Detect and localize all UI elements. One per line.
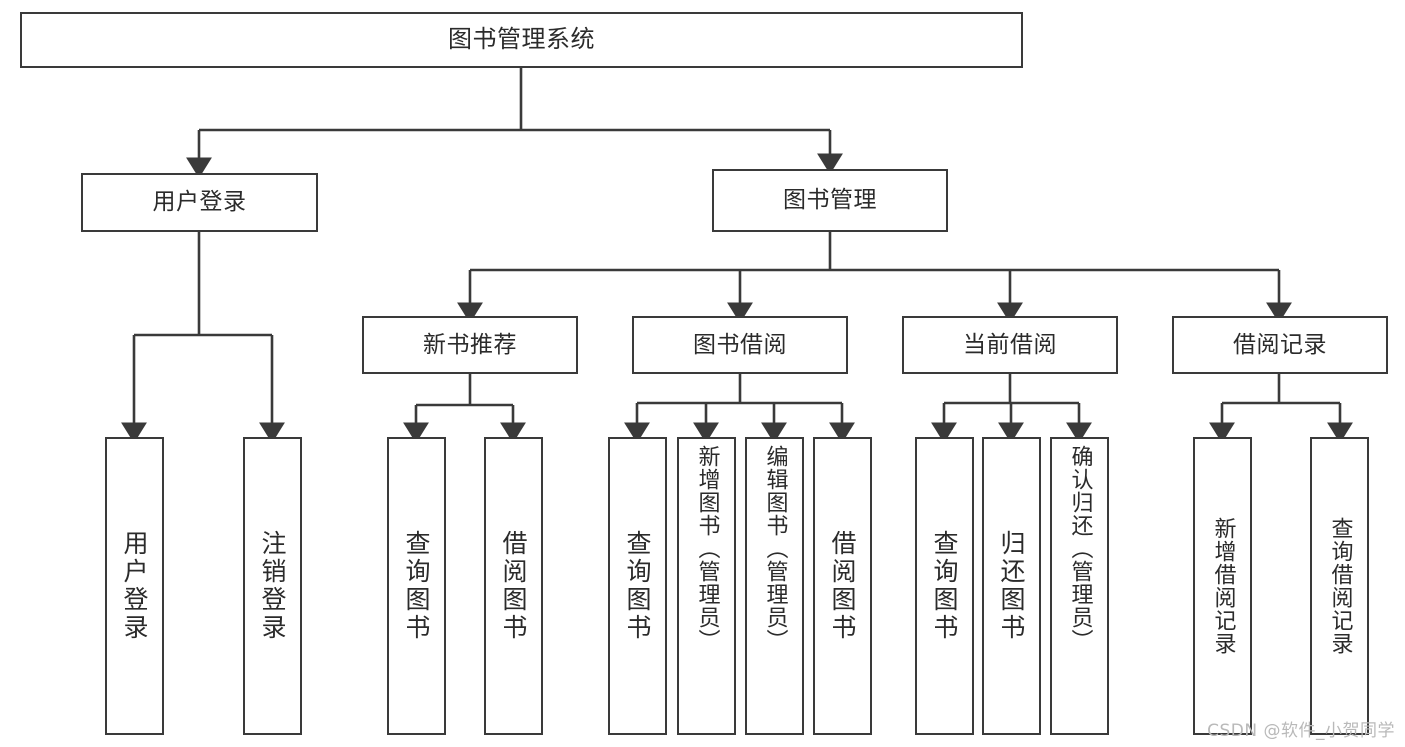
- node-leaf-query-book-1-label: 查询图书: [402, 530, 431, 642]
- node-leaf-confirm-return-admin[interactable]: 确认归还（管理员）: [1050, 437, 1109, 735]
- node-book-borrow-label: 图书借阅: [693, 331, 787, 358]
- node-leaf-logout-login-label: 注销登录: [258, 530, 287, 642]
- node-new-book-recommend[interactable]: 新书推荐: [362, 316, 578, 374]
- node-leaf-query-book-1[interactable]: 查询图书: [387, 437, 446, 735]
- node-book-management[interactable]: 图书管理: [712, 169, 948, 232]
- node-leaf-edit-book-admin-label: 编辑图书（管理员）: [762, 445, 788, 652]
- node-leaf-user-login-label: 用户登录: [120, 530, 149, 642]
- node-leaf-user-login[interactable]: 用户登录: [105, 437, 164, 735]
- node-user-login-label: 用户登录: [152, 189, 247, 216]
- node-leaf-borrow-book-2-label: 借阅图书: [828, 530, 857, 642]
- node-book-management-label: 图书管理: [783, 187, 877, 214]
- node-leaf-add-borrow-record[interactable]: 新增借阅记录: [1193, 437, 1252, 735]
- node-leaf-logout-login[interactable]: 注销登录: [243, 437, 302, 735]
- node-leaf-return-book-label: 归还图书: [997, 530, 1026, 642]
- node-leaf-query-borrow-record[interactable]: 查询借阅记录: [1310, 437, 1369, 735]
- node-root[interactable]: 图书管理系统: [20, 12, 1023, 68]
- node-leaf-return-book[interactable]: 归还图书: [982, 437, 1041, 735]
- node-root-label: 图书管理系统: [448, 25, 595, 54]
- node-leaf-confirm-return-admin-label: 确认归还（管理员）: [1067, 445, 1093, 652]
- node-borrow-record-label: 借阅记录: [1233, 331, 1327, 358]
- node-user-login[interactable]: 用户登录: [81, 173, 318, 232]
- node-leaf-add-book-admin-label: 新增图书（管理员）: [694, 445, 720, 652]
- node-leaf-borrow-book-1[interactable]: 借阅图书: [484, 437, 543, 735]
- node-leaf-query-book-3-label: 查询图书: [930, 530, 959, 642]
- node-current-borrow-label: 当前借阅: [963, 331, 1057, 358]
- node-borrow-record[interactable]: 借阅记录: [1172, 316, 1388, 374]
- node-leaf-query-book-2[interactable]: 查询图书: [608, 437, 667, 735]
- node-leaf-query-book-3[interactable]: 查询图书: [915, 437, 974, 735]
- node-current-borrow[interactable]: 当前借阅: [902, 316, 1118, 374]
- node-leaf-edit-book-admin[interactable]: 编辑图书（管理员）: [745, 437, 804, 735]
- node-leaf-add-book-admin[interactable]: 新增图书（管理员）: [677, 437, 736, 735]
- node-leaf-query-borrow-record-label: 查询借阅记录: [1327, 517, 1353, 655]
- node-new-book-recommend-label: 新书推荐: [423, 331, 517, 358]
- node-leaf-borrow-book-2[interactable]: 借阅图书: [813, 437, 872, 735]
- node-leaf-add-borrow-record-label: 新增借阅记录: [1210, 517, 1236, 655]
- node-leaf-query-book-2-label: 查询图书: [623, 530, 652, 642]
- node-book-borrow[interactable]: 图书借阅: [632, 316, 848, 374]
- node-leaf-borrow-book-1-label: 借阅图书: [499, 530, 528, 642]
- watermark: CSDN @软件_小贺同学: [1207, 721, 1395, 741]
